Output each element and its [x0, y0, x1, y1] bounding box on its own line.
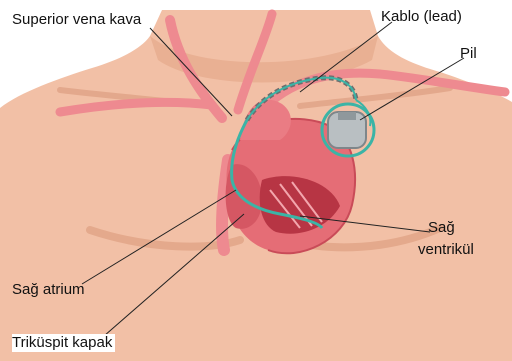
label-superior-vena-kava: Superior vena kava	[12, 11, 141, 29]
label-kablo-lead: Kablo (lead)	[381, 8, 462, 26]
label-trikuspit-kapak: Triküspit kapak	[12, 334, 115, 352]
label-sag-ventrikul-line1: Sağ	[428, 219, 455, 237]
label-sag-atrium: Sağ atrium	[12, 281, 85, 299]
label-sag-ventrikul-line2: ventrikül	[418, 241, 474, 259]
label-pil: Pil	[460, 45, 477, 63]
